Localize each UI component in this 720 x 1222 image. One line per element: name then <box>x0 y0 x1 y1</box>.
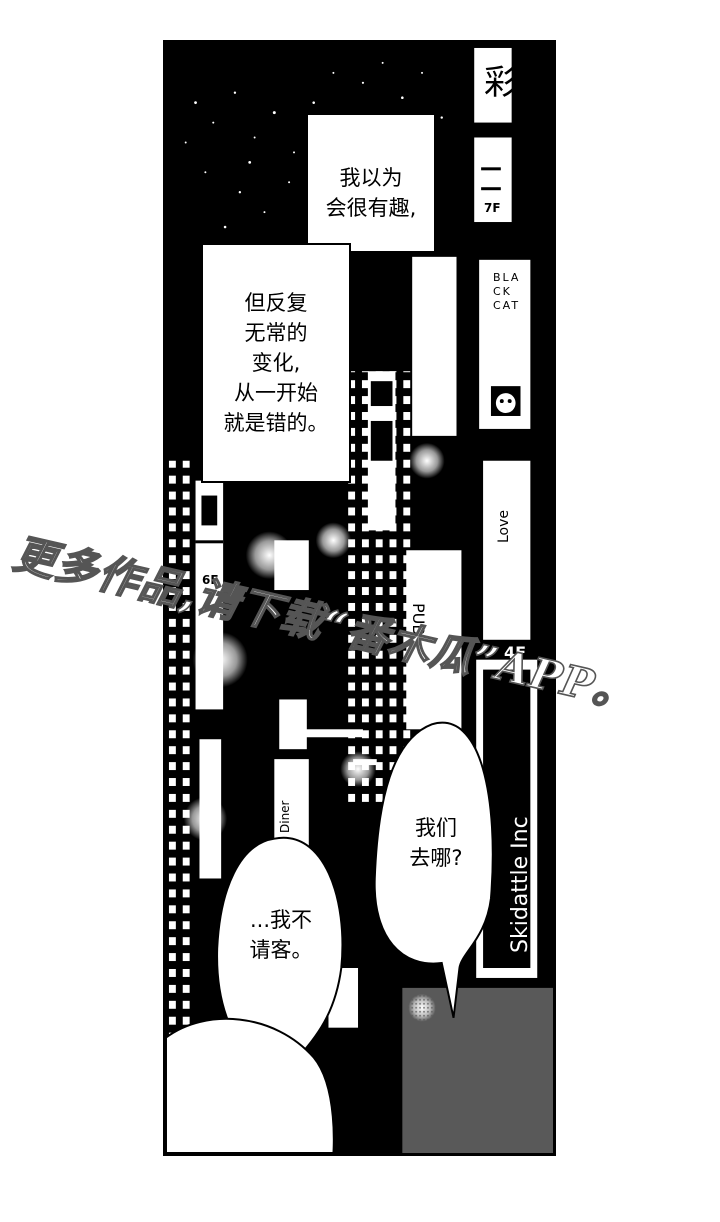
sign-love: Love <box>496 509 512 543</box>
sign-diner: Diner <box>278 800 292 834</box>
sign-7f: 7F <box>484 201 501 215</box>
black-cat-icon <box>490 386 521 416</box>
narration-box-2: 但反复 无常的 变化, 从一开始 就是错的。 <box>201 243 351 483</box>
sign-kanji: 彩 <box>484 63 518 103</box>
manga-panel: 我以为 会很有趣, 但反复 无常的 变化, 从一开始 就是错的。 我们 去哪? … <box>163 40 556 1156</box>
dialogue-right: 我们 去哪? <box>409 816 463 870</box>
sign-4f: 4F <box>504 643 527 662</box>
speech-bubble-right <box>373 721 494 1018</box>
sign-6f: 6F <box>202 573 219 587</box>
sign-black-cat: BLACK CAT <box>493 271 521 312</box>
stars <box>184 61 443 229</box>
dialogue-left: ...我不 请客。 <box>249 908 313 962</box>
sign-skidattle: Skidattle Inc <box>508 816 533 953</box>
narration-box-1: 我以为 会很有趣, <box>306 113 436 253</box>
